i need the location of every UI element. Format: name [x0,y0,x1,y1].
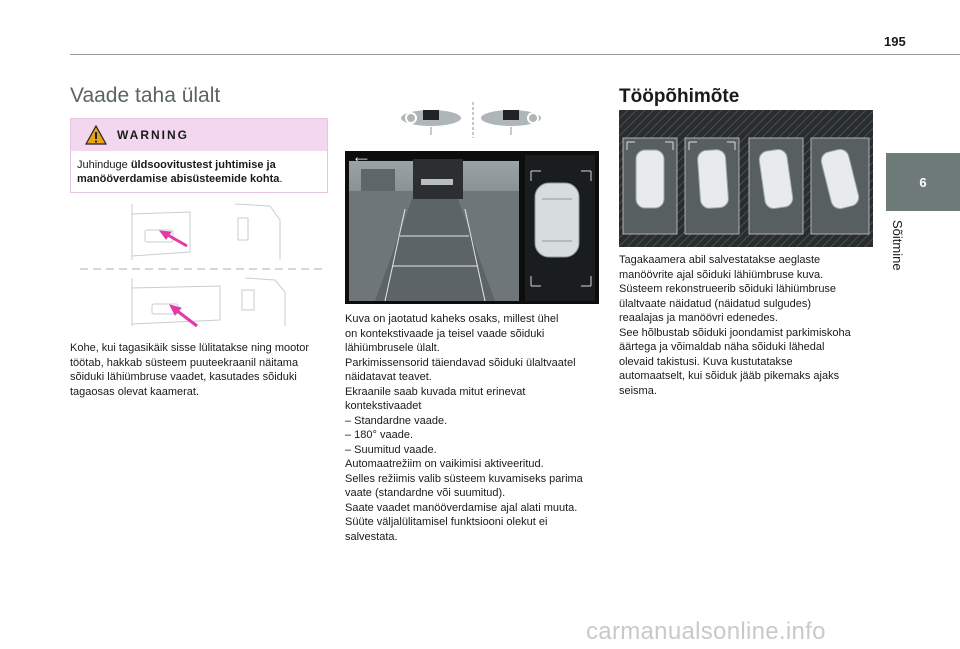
principle-text: Tagakaamera abil salvestatakse aeglaste … [619,254,851,397]
chapter-label: Sõitmine [890,220,905,271]
intro-paragraph: Kohe, kui tagasikäik sisse lülitatakse n… [70,342,310,398]
warning-text: Juhinduge üldsoovitustest juhtimise ja m… [77,159,283,185]
svg-text:⟵: ⟵ [355,155,368,165]
chapter-number: 6 [919,174,927,190]
page-number: 195 [884,34,906,49]
warning-title: WARNING [117,128,189,142]
camera-split-screen: ⟵ [345,151,599,304]
warning-triangle-icon [85,125,107,145]
warning-box: WARNING Juhinduge üldsoovitustest juhtim… [70,118,328,193]
center-text: Kuva on jaotatud kaheks osaks, millest ü… [345,313,583,543]
reconstruction-sequence-illustration [619,110,873,247]
site-watermark: carmanualsonline.info [586,618,826,645]
rear-camera-location-illustration [80,203,322,328]
section-title: Vaade taha ülalt [70,84,221,107]
warning-header: WARNING [71,119,327,151]
display-mode-icons [401,102,541,138]
chapter-tab[interactable]: 6 [886,153,960,211]
header-rule [70,54,960,55]
principle-title: Tööpõhimõte [619,86,740,107]
